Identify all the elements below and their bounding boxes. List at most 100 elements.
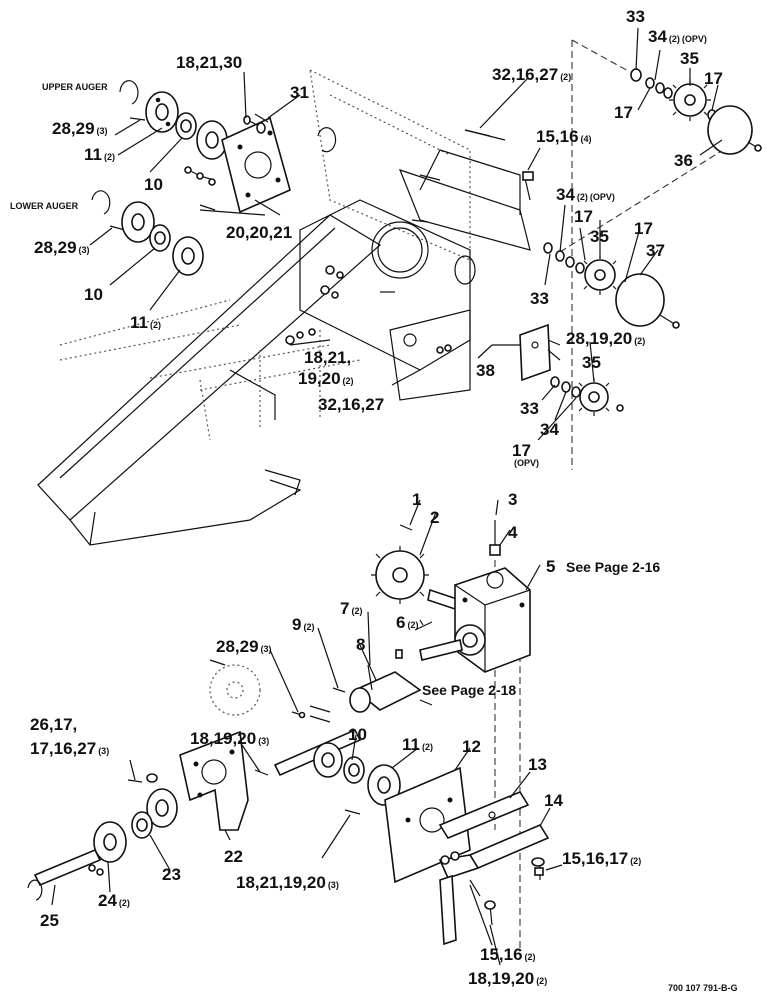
part-label-l1: 1 bbox=[412, 490, 421, 509]
part-label-l26b: 17,16,27(3) bbox=[30, 739, 109, 758]
part-label-l35low: 35 bbox=[582, 353, 601, 372]
part-label-l32b: 32,16,27 bbox=[318, 395, 384, 414]
part-label-l11a: 11(2) bbox=[84, 145, 115, 164]
middle-right-sprocket-assembly bbox=[543, 242, 680, 329]
part-label-qty: (3) bbox=[261, 644, 272, 654]
part-label-qty: (2) bbox=[525, 952, 536, 962]
part-label-suffix: (OPV) bbox=[682, 34, 707, 44]
bearing-bracket bbox=[179, 730, 249, 831]
part-label-l28c: 28,19,20(2) bbox=[566, 329, 645, 348]
frame-opening-right bbox=[454, 255, 476, 285]
part-label-qty: (2) bbox=[422, 742, 433, 752]
part-label-l37: 37 bbox=[646, 241, 665, 260]
part-label-l33mid: 33 bbox=[530, 289, 549, 308]
part-label-l14: 14 bbox=[544, 791, 563, 810]
part-number-labels: 3334(2)(OPV)3517173632,16,27(2)15,16(4)1… bbox=[30, 7, 723, 988]
part-label-l15c: 15,16(2) bbox=[480, 945, 536, 964]
sprocket-shield bbox=[707, 105, 753, 155]
part-label-qty: (2) bbox=[560, 72, 571, 82]
sprocket-shield bbox=[615, 273, 665, 327]
caption-upper-auger: UPPER AUGER bbox=[42, 82, 108, 92]
part-label-qty: (2) bbox=[104, 152, 115, 162]
part-label-l25: 25 bbox=[40, 911, 59, 930]
part-label-l38: 38 bbox=[476, 361, 495, 380]
part-label-qty: (2) bbox=[351, 606, 362, 616]
note-see-page-2-16: See Page 2-16 bbox=[566, 559, 660, 575]
part-label-l5: 5 bbox=[546, 557, 555, 576]
frame-diagonal-tube bbox=[37, 214, 382, 521]
part-label-l4: 4 bbox=[508, 523, 518, 542]
part-label-qty: (2) bbox=[303, 622, 314, 632]
caption-lower-auger: LOWER AUGER bbox=[10, 201, 79, 211]
part-label-l34top: 34(2)(OPV) bbox=[648, 27, 707, 46]
gearbox-assembly bbox=[209, 520, 550, 950]
part-label-qty: (2) bbox=[407, 620, 418, 630]
part-label-l34low: 34 bbox=[540, 420, 559, 439]
part-label-l34mid: 34(2)(OPV) bbox=[556, 185, 615, 204]
part-label-l18b2: 19,20(2) bbox=[298, 369, 354, 388]
part-label-qty: (2) bbox=[536, 976, 547, 986]
part-label-l2: 2 bbox=[430, 508, 439, 527]
note-see-page-2-18: See Page 2-18 bbox=[422, 682, 516, 698]
part-label-l33low: 33 bbox=[520, 399, 539, 418]
part-label-l8: 8 bbox=[356, 635, 365, 654]
part-label-l17b: 17 bbox=[614, 103, 633, 122]
part-label-l11b: 11(2) bbox=[130, 313, 161, 332]
part-label-qty: (2) bbox=[630, 856, 641, 866]
part-label-qty: (2) bbox=[634, 336, 645, 346]
part-label-qty: (3) bbox=[258, 736, 269, 746]
part-label-l26a: 26,17, bbox=[30, 715, 77, 734]
part-label-qty: (2) bbox=[343, 376, 354, 386]
part-label-l10a: 10 bbox=[144, 175, 163, 194]
part-label-l6: 6(2) bbox=[396, 613, 418, 632]
part-labels: UPPER AUGER LOWER AUGER See Page 2-16 Se… bbox=[10, 82, 738, 993]
part-label-l28b: 28,29(3) bbox=[34, 238, 90, 257]
part-label-qty: (4) bbox=[581, 134, 592, 144]
part-label-l35mid: 35 bbox=[590, 227, 609, 246]
part-label-l17c: 17 bbox=[574, 207, 593, 226]
part-label-l28d: 28,29(3) bbox=[216, 637, 272, 656]
part-label-l17d: 17 bbox=[634, 219, 653, 238]
leader-lines bbox=[51, 27, 723, 966]
part-label-l36: 36 bbox=[674, 151, 693, 170]
part-label-l17a: 17 bbox=[704, 69, 723, 88]
part-label-l13: 13 bbox=[528, 755, 547, 774]
part-label-qty: (3) bbox=[98, 746, 109, 756]
part-label-l31: 31 bbox=[290, 83, 309, 102]
header-frame bbox=[37, 68, 531, 546]
part-label-l20a: 20,20,21 bbox=[226, 223, 292, 242]
part-label-qty: (3) bbox=[97, 126, 108, 136]
part-label-l22: 22 bbox=[224, 847, 243, 866]
part-label-l23: 23 bbox=[162, 865, 181, 884]
key bbox=[399, 524, 413, 531]
idler-bracket bbox=[519, 323, 551, 382]
part-label-l18d: 18,21,19,20(3) bbox=[236, 873, 339, 892]
upper-auger-assembly bbox=[119, 80, 337, 214]
part-label-qty: (3) bbox=[328, 880, 339, 890]
frame-opening-upper bbox=[371, 221, 429, 279]
part-label-l3: 3 bbox=[508, 490, 517, 509]
upper-right-sprocket-assembly bbox=[464, 39, 762, 470]
part-label-l18c: 18,19,20(3) bbox=[190, 729, 269, 748]
upper-auger-snap-ring bbox=[119, 80, 139, 105]
lower-auger-assembly bbox=[91, 190, 204, 276]
part-label-l10c: 10 bbox=[348, 725, 367, 744]
part-label-suffix: (OPV) bbox=[590, 192, 615, 202]
frame-hidden-beam bbox=[59, 299, 361, 391]
universal-joint bbox=[353, 671, 422, 711]
part-label-qty: (2) bbox=[577, 192, 588, 202]
part-label-l9: 9(2) bbox=[292, 615, 314, 634]
mounting-plate bbox=[221, 116, 291, 214]
part-label-l11c: 11(2) bbox=[402, 735, 433, 754]
part-label-l18b1: 18,21, bbox=[304, 348, 351, 367]
part-label-l35top: 35 bbox=[680, 49, 699, 68]
part-label-l12: 12 bbox=[462, 737, 481, 756]
part-label-l32a: 32,16,27(2) bbox=[492, 65, 571, 84]
part-label-l15b: 15,16,17(2) bbox=[562, 849, 641, 868]
lower-right-sprocket-assembly bbox=[492, 323, 624, 416]
part-label-qty: (3) bbox=[79, 245, 90, 255]
part-label-l18e: 18,19,20(2) bbox=[468, 969, 547, 988]
part-label-l15a: 15,16(4) bbox=[536, 127, 592, 146]
part-label-l17e: 17(OPV) bbox=[512, 441, 539, 468]
